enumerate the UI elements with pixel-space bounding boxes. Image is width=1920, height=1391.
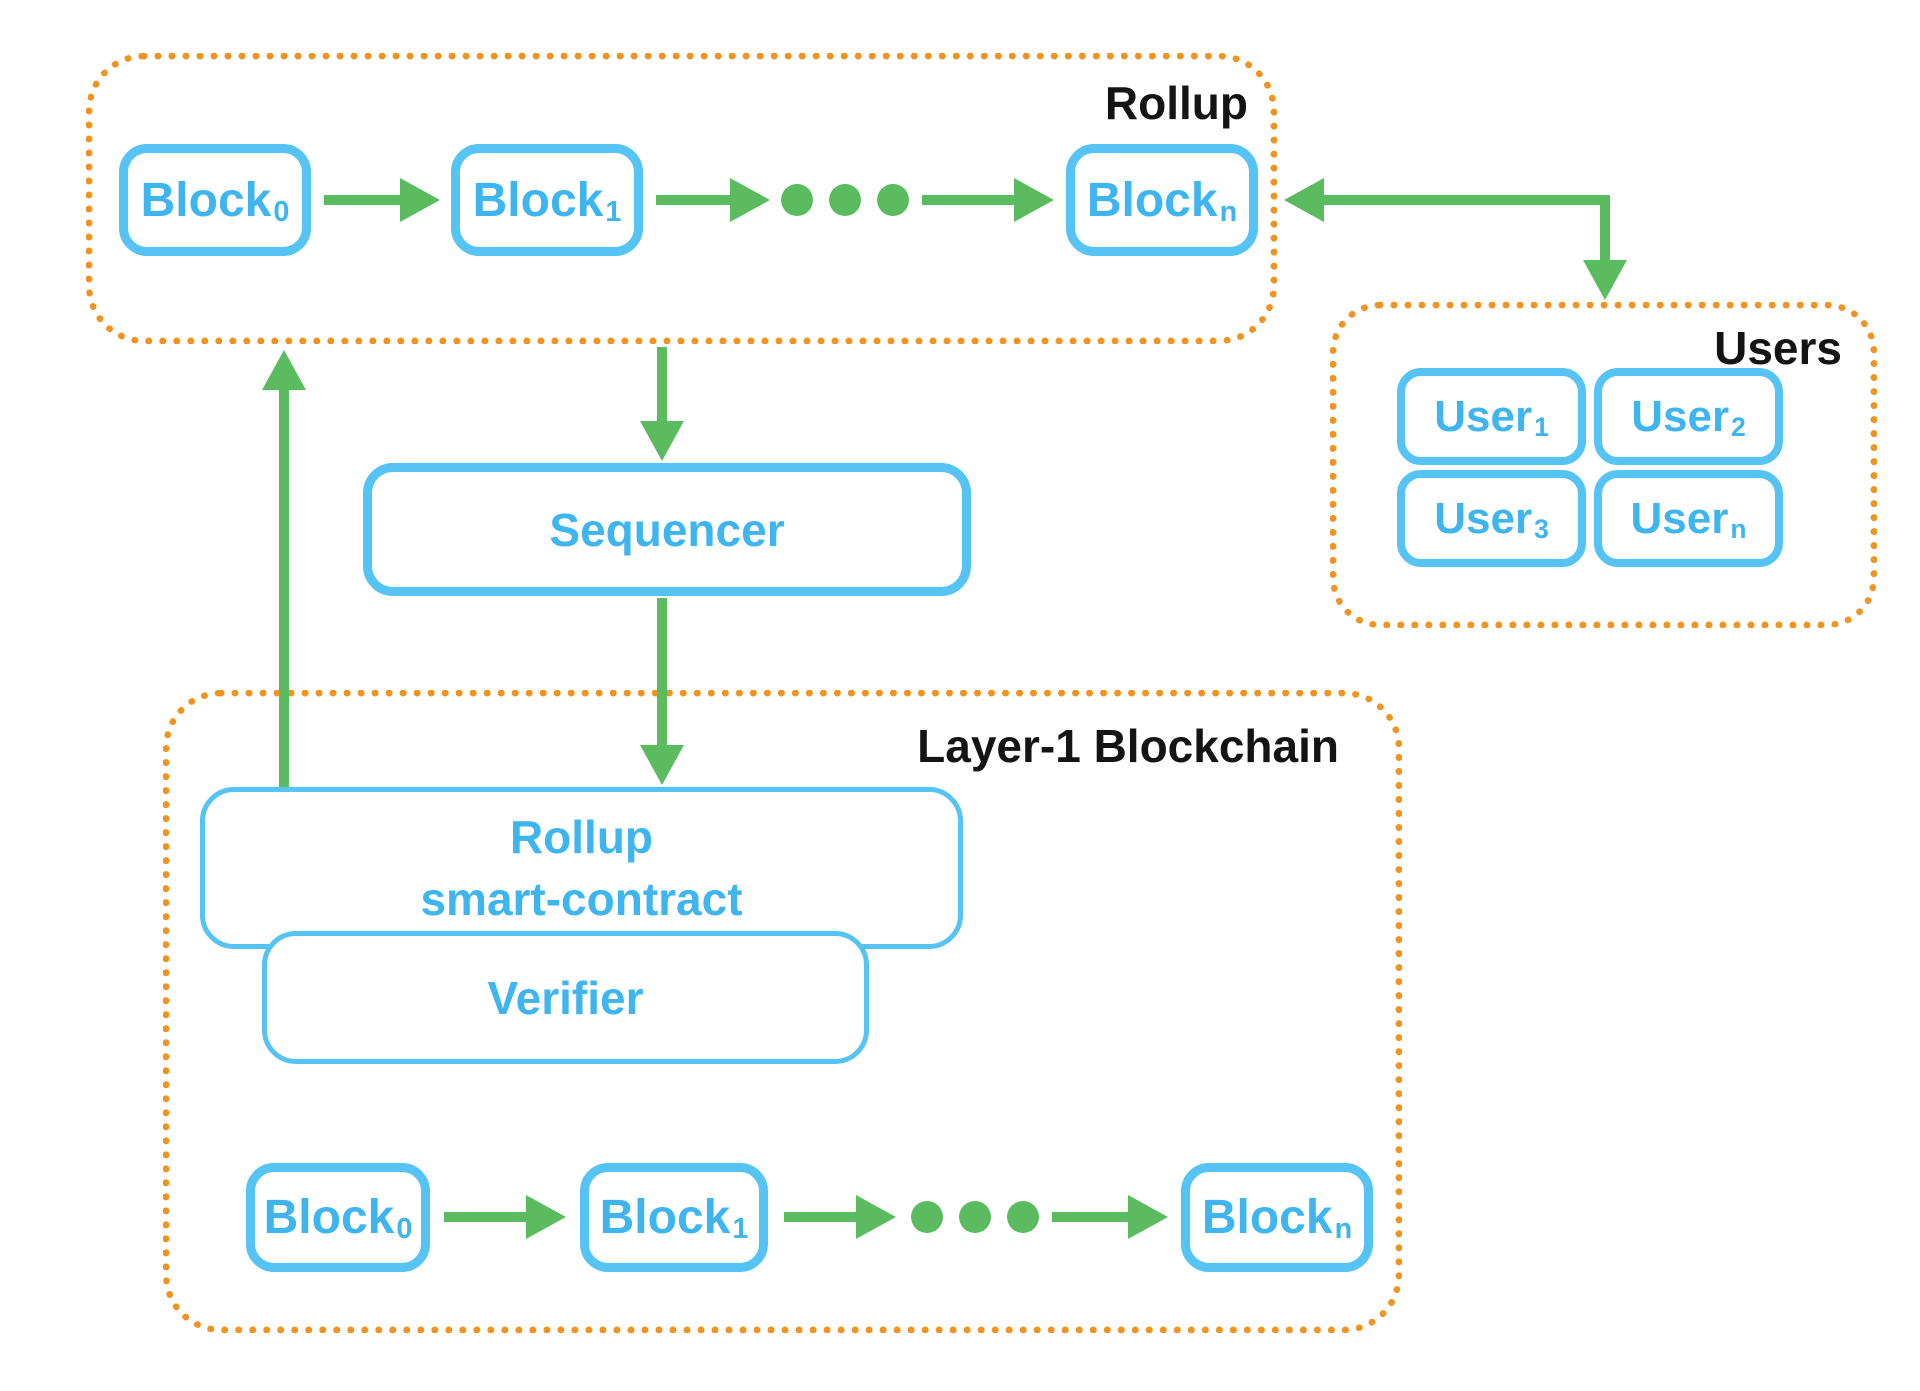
user-label: User	[1434, 391, 1533, 441]
arrow-users-blockn	[1284, 178, 1627, 300]
block-subscript: 0	[273, 195, 290, 228]
sequencer-box: Sequencer	[363, 463, 971, 596]
smart-contract-label-line2: smart-contract	[420, 873, 743, 925]
sequencer-label: Sequencer	[549, 503, 785, 556]
verifier-box: Verifier	[262, 931, 869, 1064]
user-label: User	[1630, 493, 1729, 543]
block-label: Block	[1086, 173, 1218, 227]
block-subscript: 0	[396, 1213, 413, 1246]
user-subscript: 1	[1534, 412, 1549, 443]
block-label: Block	[472, 173, 604, 227]
users-container: Users	[1330, 302, 1877, 628]
block-label: Block	[140, 173, 272, 227]
rollup-label: Rollup	[1104, 77, 1248, 129]
user-subscript: 3	[1534, 514, 1549, 545]
verifier-label: Verifier	[487, 971, 644, 1024]
block-subscript: 1	[732, 1213, 749, 1246]
arrow-rollup-sequencer	[640, 347, 684, 461]
user-label: User	[1631, 391, 1730, 441]
block-label: Block	[1201, 1191, 1333, 1244]
block-label: Block	[263, 1191, 395, 1244]
block-subscript: n	[1334, 1213, 1353, 1246]
layer1-container: Layer-1 Blockchain	[163, 690, 1402, 1333]
rollup-container: Rollup	[86, 53, 1277, 344]
user-label: User	[1434, 493, 1533, 543]
rollup-smart-contract-box: Rollup smart-contract	[200, 787, 963, 949]
block-subscript: 1	[605, 195, 622, 228]
layer1-label: Layer-1 Blockchain	[917, 720, 1339, 772]
user-subscript: 2	[1731, 412, 1746, 443]
user-subscript: n	[1730, 514, 1747, 545]
users-label: Users	[1714, 322, 1842, 374]
block-subscript: n	[1219, 195, 1238, 228]
smart-contract-label-line1: Rollup	[509, 811, 654, 863]
block-label: Block	[599, 1191, 731, 1244]
